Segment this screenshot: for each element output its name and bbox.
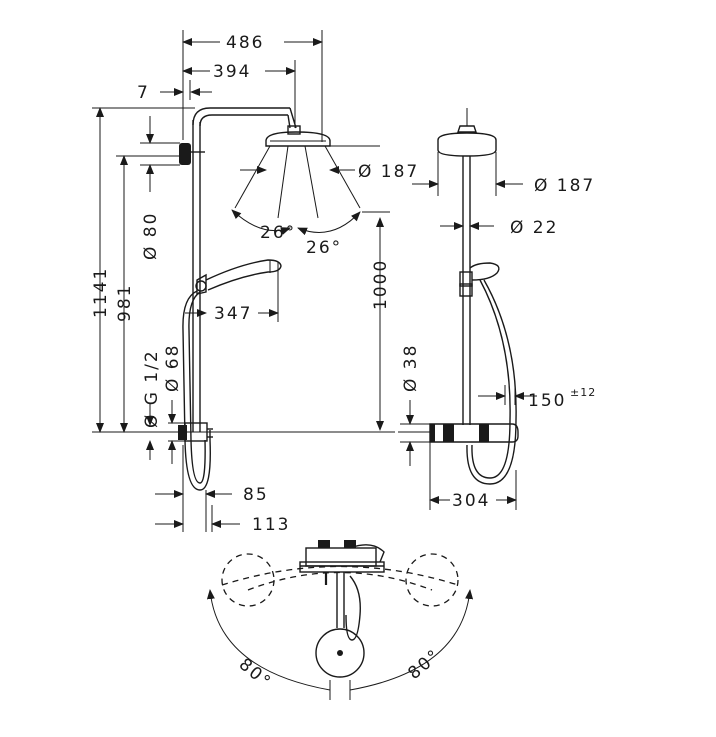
dim-113: 113 [252,515,290,535]
dim-1000: 1000 [371,259,391,310]
dim-angle-26-left: 26° [260,223,296,243]
dim-angle-80-left: 80° [235,655,276,694]
dim-diameter-68: Ø 68 [163,344,183,392]
dim-486: 486 [226,33,264,53]
dim-diameter-22: Ø 22 [510,218,558,238]
front-dimensions: 486 394 7 1141 981 Ø 80 Ø G 1/2 Ø 68 [91,30,419,535]
dim-diameter-38: Ø 38 [401,344,421,392]
dim-diameter-80: Ø 80 [141,212,161,260]
side-view [398,108,519,485]
dim-diameter-187-front: Ø 187 [358,162,419,182]
dim-85: 85 [243,485,269,505]
top-view: 80° 80° [206,540,474,700]
side-dimensions: Ø 187 Ø 22 Ø 38 150 ±12 304 [400,152,596,511]
dim-angle-26-right: 26° [306,238,342,258]
dim-1141: 1141 [91,267,111,318]
dim-981: 981 [115,284,135,322]
dim-angle-80-right: 80° [404,645,445,684]
dim-7: 7 [137,83,150,103]
dim-304: 304 [452,491,490,511]
dim-347: 347 [214,304,252,324]
dim-394: 394 [213,62,251,82]
front-view [92,107,395,491]
dim-150: 150 [528,391,566,411]
dim-150-tolerance: ±12 [570,386,596,399]
dim-thread-g12: Ø G 1/2 [142,349,162,428]
dim-diameter-187-side: Ø 187 [534,176,595,196]
